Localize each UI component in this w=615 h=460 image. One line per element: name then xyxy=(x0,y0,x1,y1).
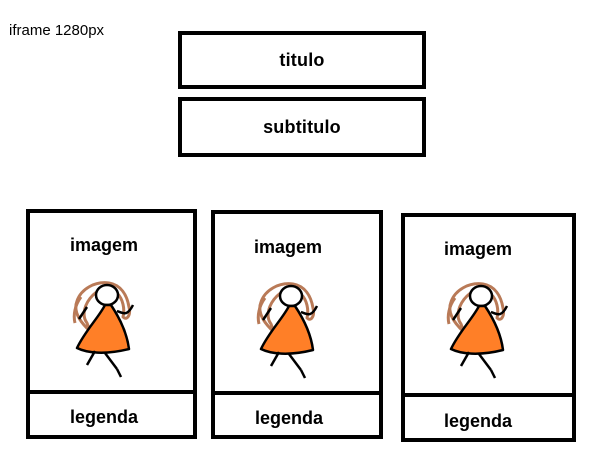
image-label: imagem xyxy=(444,239,513,259)
stick-figure-girl-icon xyxy=(72,281,135,378)
card: imagem legenda xyxy=(211,210,383,439)
image-label: imagem xyxy=(70,235,139,255)
subtitle-box: subtitulo xyxy=(178,97,426,157)
card: imagem legenda xyxy=(401,213,576,442)
iframe-width-note: iframe 1280px xyxy=(9,22,105,39)
card-divider xyxy=(26,390,197,394)
stick-figure-girl-icon xyxy=(256,282,319,379)
image-label: imagem xyxy=(254,237,323,257)
card-divider xyxy=(401,393,576,397)
legend-label: legenda xyxy=(70,407,139,427)
subtitle-text: subtitulo xyxy=(263,116,341,137)
card-divider xyxy=(211,391,383,395)
legend-label: legenda xyxy=(444,411,513,431)
card: imagem legenda xyxy=(26,209,197,439)
title-text: titulo xyxy=(279,49,325,70)
stick-figure-girl-icon xyxy=(446,282,509,379)
title-box: titulo xyxy=(178,31,426,89)
legend-label: legenda xyxy=(255,408,324,428)
